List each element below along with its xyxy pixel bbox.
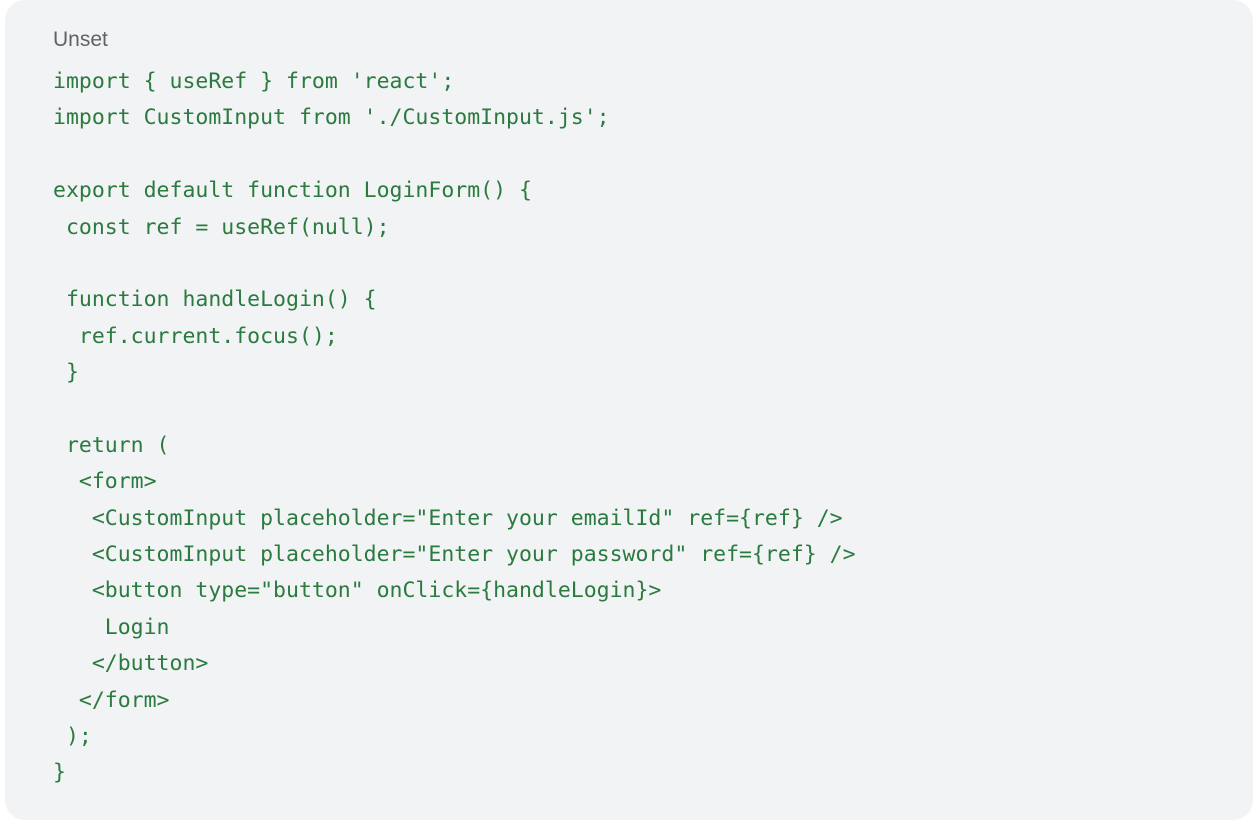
code-line: ); <box>53 724 92 750</box>
code-line: <form> <box>53 469 157 495</box>
code-line: </button> <box>53 651 209 677</box>
code-line: <CustomInput placeholder="Enter your pas… <box>53 542 856 568</box>
code-content[interactable]: import { useRef } from 'react'; import Cu… <box>53 64 856 792</box>
code-line: ref.current.focus(); <box>53 323 338 349</box>
code-line: } <box>53 760 66 786</box>
code-block: Unset import { useRef } from 'react';imp… <box>5 0 1253 820</box>
code-line: <button type="button" onClick={handleLog… <box>53 578 662 604</box>
code-line: import CustomInput from './CustomInput.j… <box>53 105 610 131</box>
code-line: </form> <box>53 687 170 713</box>
code-line <box>53 137 856 173</box>
code-line: return ( <box>53 432 170 458</box>
code-line <box>53 392 856 428</box>
code-line: <CustomInput placeholder="Enter your ema… <box>53 505 843 531</box>
code-language-label: Unset <box>53 28 108 51</box>
code-line: function handleLogin() { <box>53 287 377 313</box>
code-line <box>53 246 856 282</box>
code-line: } <box>53 360 79 386</box>
code-line: Login <box>53 614 170 640</box>
code-line: export default function LoginForm() { <box>53 178 532 204</box>
code-line: import { useRef } from 'react'; <box>53 69 455 94</box>
code-line: const ref = useRef(null); <box>53 214 390 240</box>
